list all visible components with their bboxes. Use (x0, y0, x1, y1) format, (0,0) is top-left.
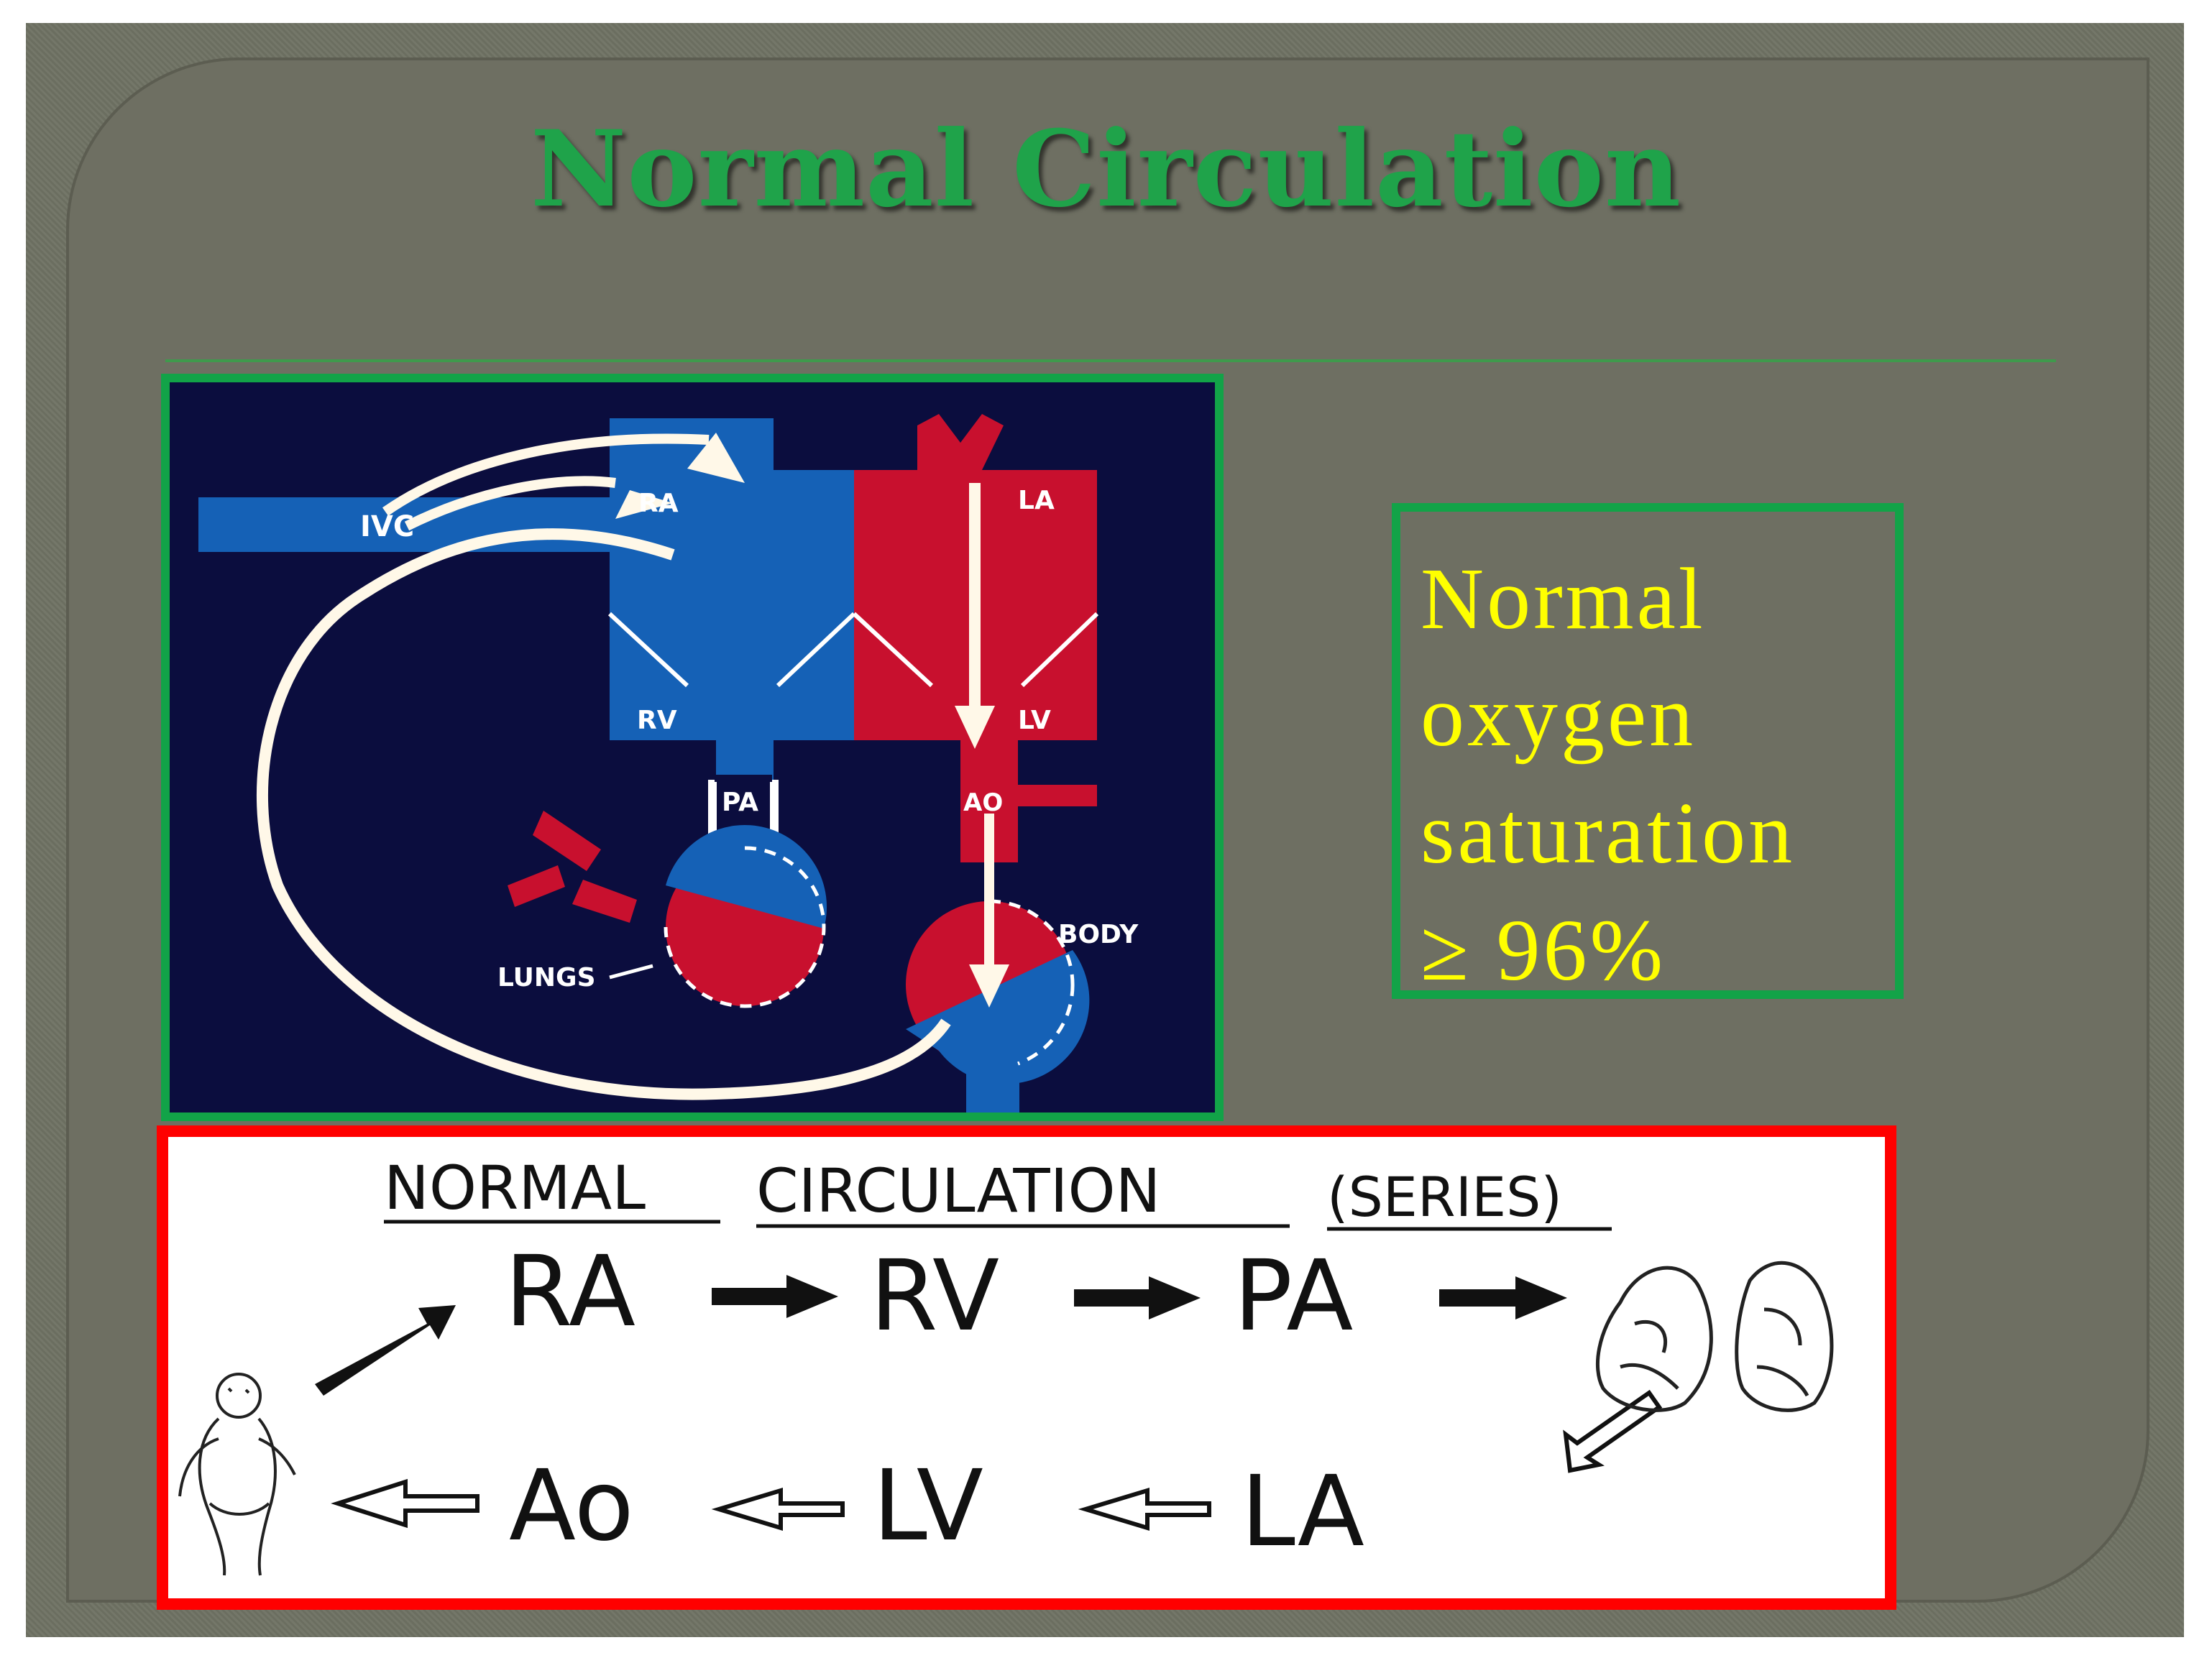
arrow-rv-to-pa (1074, 1276, 1201, 1319)
oxygen-saturation-callout: Normal oxygen saturation ≥ 96% (1392, 503, 1904, 999)
slide-title: Normal Circulation (530, 108, 1682, 231)
series-chart-svg: NORMAL CIRCULATION (SERIES) RA RV PA Ao … (168, 1137, 1885, 1598)
right-heart (610, 418, 854, 791)
arrow-lv-to-ao (711, 1487, 845, 1531)
arrow-baby-to-ra (315, 1305, 456, 1396)
series-pa: PA (1234, 1240, 1353, 1353)
arrow-la-to-lv (1078, 1487, 1211, 1531)
series-rv: RV (870, 1240, 999, 1353)
lungs-icon (1595, 1261, 1834, 1412)
body-label: BODY (1058, 920, 1139, 949)
series-ao: Ao (509, 1450, 634, 1563)
series-la: LA (1241, 1455, 1364, 1569)
heart-diagram-svg: IVC RA RV PA LA LV AO LUNGS BODY (170, 382, 1215, 1112)
lungs-label: LUNGS (497, 963, 596, 992)
ao-label: AO (963, 788, 1003, 817)
series-circulation-chart: NORMAL CIRCULATION (SERIES) RA RV PA Ao … (157, 1125, 1896, 1610)
ivc-label: IVC (360, 510, 414, 543)
series-title-word-3: (SERIES) (1327, 1165, 1562, 1229)
la-label: LA (1018, 486, 1055, 515)
arrow-ra-to-rv (712, 1275, 838, 1318)
series-lv: LV (873, 1450, 983, 1563)
lv-label: LV (1018, 706, 1051, 735)
title-divider (165, 359, 2056, 362)
heart-diagram: IVC RA RV PA LA LV AO LUNGS BODY (161, 374, 1224, 1121)
ra-label: RA (638, 489, 679, 518)
solid-arrows (315, 1275, 1567, 1396)
series-ra: RA (505, 1235, 635, 1349)
series-title-word-1: NORMAL (384, 1153, 646, 1223)
pa-label: PA (722, 788, 758, 817)
baby-icon (178, 1373, 296, 1576)
rv-label: RV (637, 706, 677, 735)
arrow-ao-to-baby (331, 1478, 479, 1529)
callout-line-2: oxygen (1421, 668, 1697, 765)
series-title-word-2: CIRCULATION (756, 1156, 1160, 1226)
hollow-arrows (331, 1389, 1663, 1531)
callout-line-3: saturation (1421, 785, 1796, 882)
arrow-pa-to-lungs (1439, 1276, 1567, 1319)
callout-line-4: ≥ 96% (1421, 902, 1666, 999)
arrow-lungs-to-la (1563, 1389, 1663, 1473)
callout-line-1: Normal (1421, 551, 1706, 648)
